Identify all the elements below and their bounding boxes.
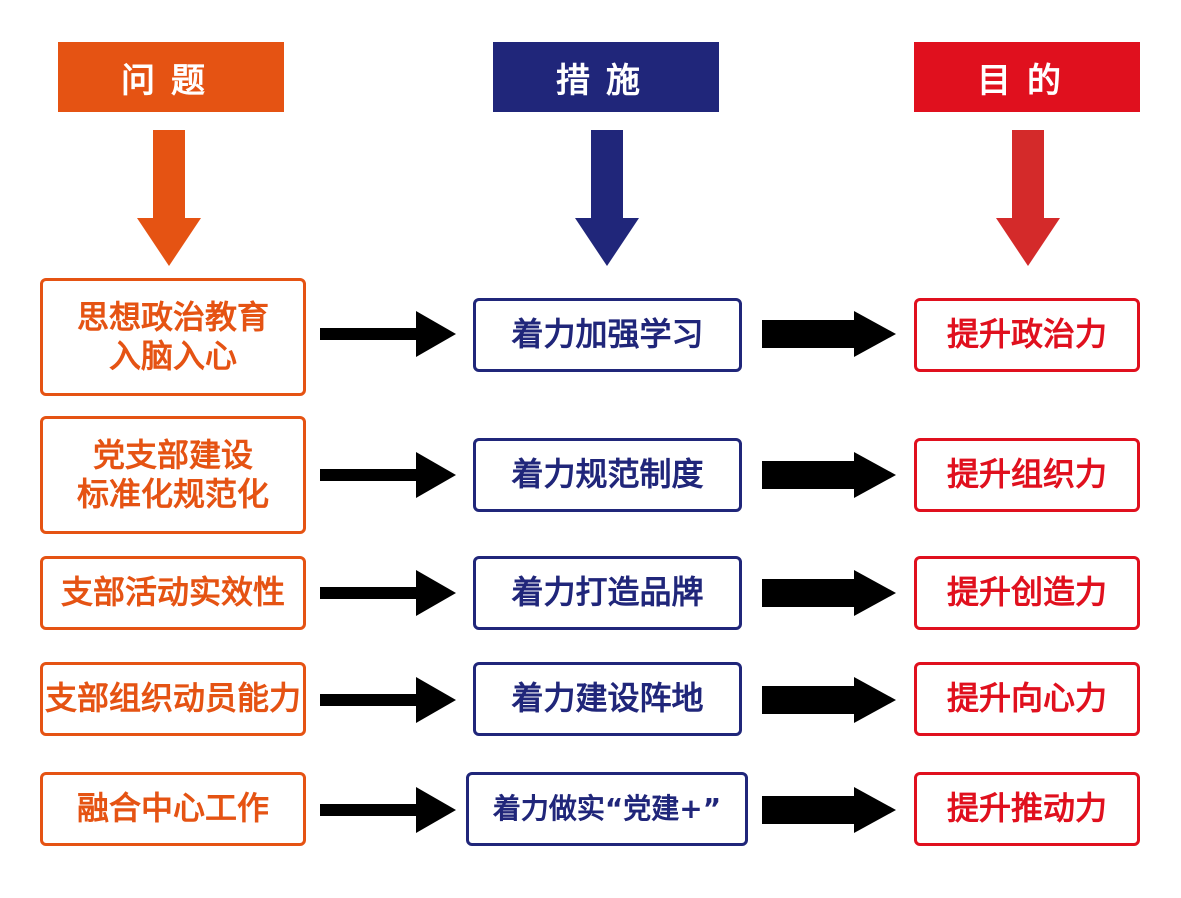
arrow-right-icon	[320, 311, 456, 357]
goal-text: 提升向心力	[946, 679, 1107, 718]
header-measure: 措施	[493, 42, 719, 112]
measure-box-3: 着力打造品牌	[473, 556, 742, 630]
measure-text: 着力建设阵地	[511, 679, 704, 718]
measure-box-1: 着力加强学习	[473, 298, 742, 372]
measure-text: 着力打造品牌	[511, 573, 704, 612]
arrow-right-icon	[762, 311, 896, 357]
problem-text-line: 入脑入心	[108, 337, 237, 375]
measure-box-2: 着力规范制度	[473, 438, 742, 512]
goal-box-2: 提升组织力	[914, 438, 1140, 512]
problem-text-line: 支部组织动员能力	[44, 679, 301, 718]
goal-text: 提升创造力	[946, 573, 1107, 612]
goal-box-4: 提升向心力	[914, 662, 1140, 736]
measure-text: 着力做实“党建+”	[492, 791, 722, 825]
problem-box-4: 支部组织动员能力	[40, 662, 306, 736]
measure-box-4: 着力建设阵地	[473, 662, 742, 736]
problem-text-line: 党支部建设	[92, 435, 253, 474]
arrow-right-icon	[762, 677, 896, 723]
measure-text: 着力加强学习	[511, 315, 704, 354]
problem-box-2: 党支部建设 标准化规范化	[40, 416, 306, 534]
problem-text-line: 融合中心工作	[76, 789, 269, 828]
down-arrow-measure-icon	[575, 130, 639, 266]
goal-text: 提升组织力	[946, 455, 1107, 494]
header-problem: 问题	[58, 42, 284, 112]
measure-box-5: 着力做实“党建+”	[466, 772, 748, 846]
arrow-right-icon	[762, 787, 896, 833]
problem-box-1: 思想政治教育 入脑入心	[40, 278, 306, 396]
goal-box-3: 提升创造力	[914, 556, 1140, 630]
problem-text-line: 思想政治教育	[76, 297, 269, 336]
problem-text-line: 支部活动实效性	[60, 573, 285, 612]
problem-box-3: 支部活动实效性	[40, 556, 306, 630]
goal-text: 提升推动力	[946, 789, 1107, 828]
down-arrow-goal-icon	[996, 130, 1060, 266]
measure-text: 着力规范制度	[511, 455, 704, 494]
goal-text: 提升政治力	[946, 315, 1107, 354]
down-arrow-problem-icon	[137, 130, 201, 266]
arrow-right-icon	[320, 787, 456, 833]
header-goal: 目的	[914, 42, 1140, 112]
arrow-right-icon	[762, 570, 896, 616]
problem-box-5: 融合中心工作	[40, 772, 306, 846]
problem-text-line: 标准化规范化	[76, 475, 269, 513]
goal-box-5: 提升推动力	[914, 772, 1140, 846]
arrow-right-icon	[320, 452, 456, 498]
arrow-right-icon	[762, 452, 896, 498]
arrow-right-icon	[320, 677, 456, 723]
goal-box-1: 提升政治力	[914, 298, 1140, 372]
arrow-right-icon	[320, 570, 456, 616]
